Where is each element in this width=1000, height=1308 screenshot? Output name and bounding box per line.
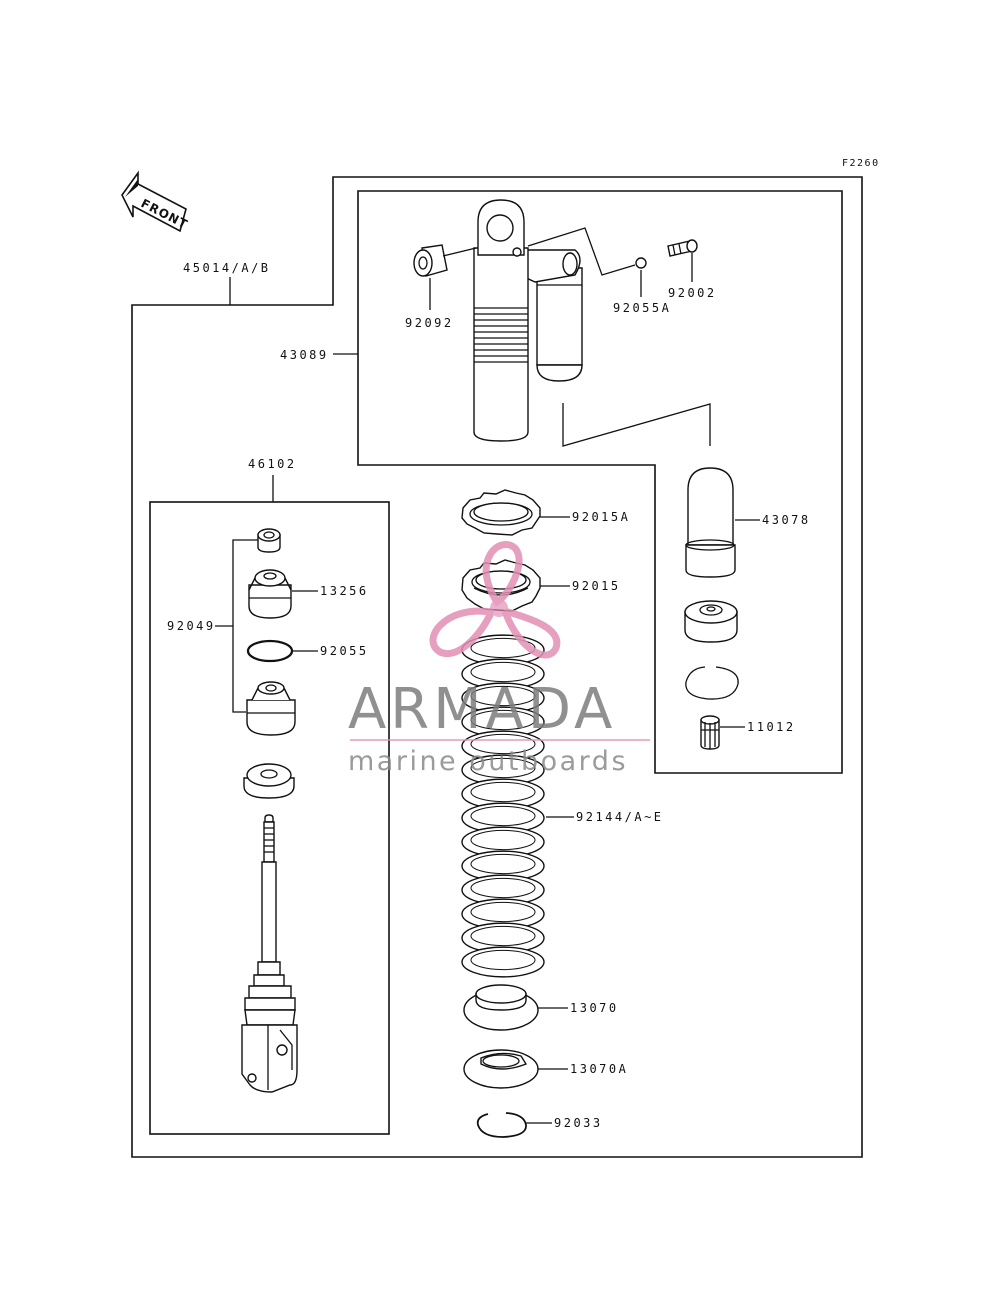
spring-coil-inner	[470, 781, 536, 803]
part-label-92092: 92092	[405, 316, 454, 330]
leader-bladder	[562, 403, 711, 447]
part-label-92015A: 92015A	[572, 510, 630, 524]
part-label-92049: 92049	[167, 619, 216, 633]
coil-spring-92144	[461, 634, 545, 978]
oring-92055	[246, 639, 294, 663]
bump-stop	[243, 763, 295, 799]
spring-coil	[461, 946, 545, 978]
spring-coil-inner	[470, 877, 536, 899]
part-label-92144: 92144/A~E	[576, 810, 664, 824]
shock-body	[473, 199, 583, 442]
part-label-13256: 13256	[320, 584, 369, 598]
propeller-logo-icon	[429, 541, 561, 659]
spring-coil-inner	[470, 733, 536, 755]
part-label-43089: 43089	[280, 348, 329, 362]
part-label-13070A: 13070A	[570, 1062, 628, 1076]
piston-rod	[241, 814, 298, 1093]
part-label-92055A: 92055A	[613, 301, 671, 315]
nut	[257, 528, 281, 553]
valve-11012	[700, 715, 720, 750]
shock-body-frame	[357, 190, 843, 774]
rod-assembly-frame	[149, 501, 390, 1135]
reservoir-cap	[684, 600, 738, 643]
spring-coil-inner	[470, 685, 536, 707]
spring-seat-13070A	[463, 1049, 539, 1089]
part-label-92002: 92002	[668, 286, 717, 300]
part-label-43078: 43078	[762, 513, 811, 527]
armada-watermark: ARMADA marine outboards	[348, 541, 650, 777]
spring-coil-inner	[470, 949, 536, 971]
spring-coil-inner	[470, 661, 536, 683]
part-label-92033: 92033	[554, 1116, 603, 1130]
spring-coil-inner	[470, 805, 536, 827]
seal-holder	[246, 681, 296, 736]
part-label-13070: 13070	[570, 1001, 619, 1015]
spring-coil-inner	[470, 901, 536, 923]
part-label-46102: 46102	[248, 457, 297, 471]
watermark-brand: ARMADA	[348, 677, 616, 742]
leader-hose	[527, 227, 636, 276]
watermark-tagline: marine outboards	[348, 746, 628, 777]
spring-coil-inner	[470, 757, 536, 779]
circlip-92033	[476, 1112, 527, 1138]
spring-coil-inner	[470, 853, 536, 875]
bracket-92049	[232, 539, 258, 713]
part-label-45014: 45014/A/B	[183, 261, 271, 275]
part-label-11012: 11012	[747, 720, 796, 734]
screw-92002	[667, 239, 698, 257]
oring-92055A	[635, 257, 647, 269]
outer-assembly-frame	[131, 176, 863, 1158]
seal-13256	[248, 569, 292, 619]
bushing-92092	[413, 244, 448, 277]
bladder-43078	[685, 467, 736, 578]
part-label-92015: 92015	[572, 579, 621, 593]
spring-coil-inner	[470, 829, 536, 851]
figure-code: F2260	[842, 158, 880, 169]
part-label-92055: 92055	[320, 644, 369, 658]
front-arrow-icon: FRONT	[121, 170, 190, 233]
spring-coil-inner	[470, 925, 536, 947]
spring-nut-92015A	[461, 489, 541, 536]
spring-coil-inner	[470, 709, 536, 731]
leader-92092-a	[442, 247, 477, 257]
circlip-reservoir	[685, 666, 739, 700]
spring-seat-13070	[463, 984, 539, 1031]
